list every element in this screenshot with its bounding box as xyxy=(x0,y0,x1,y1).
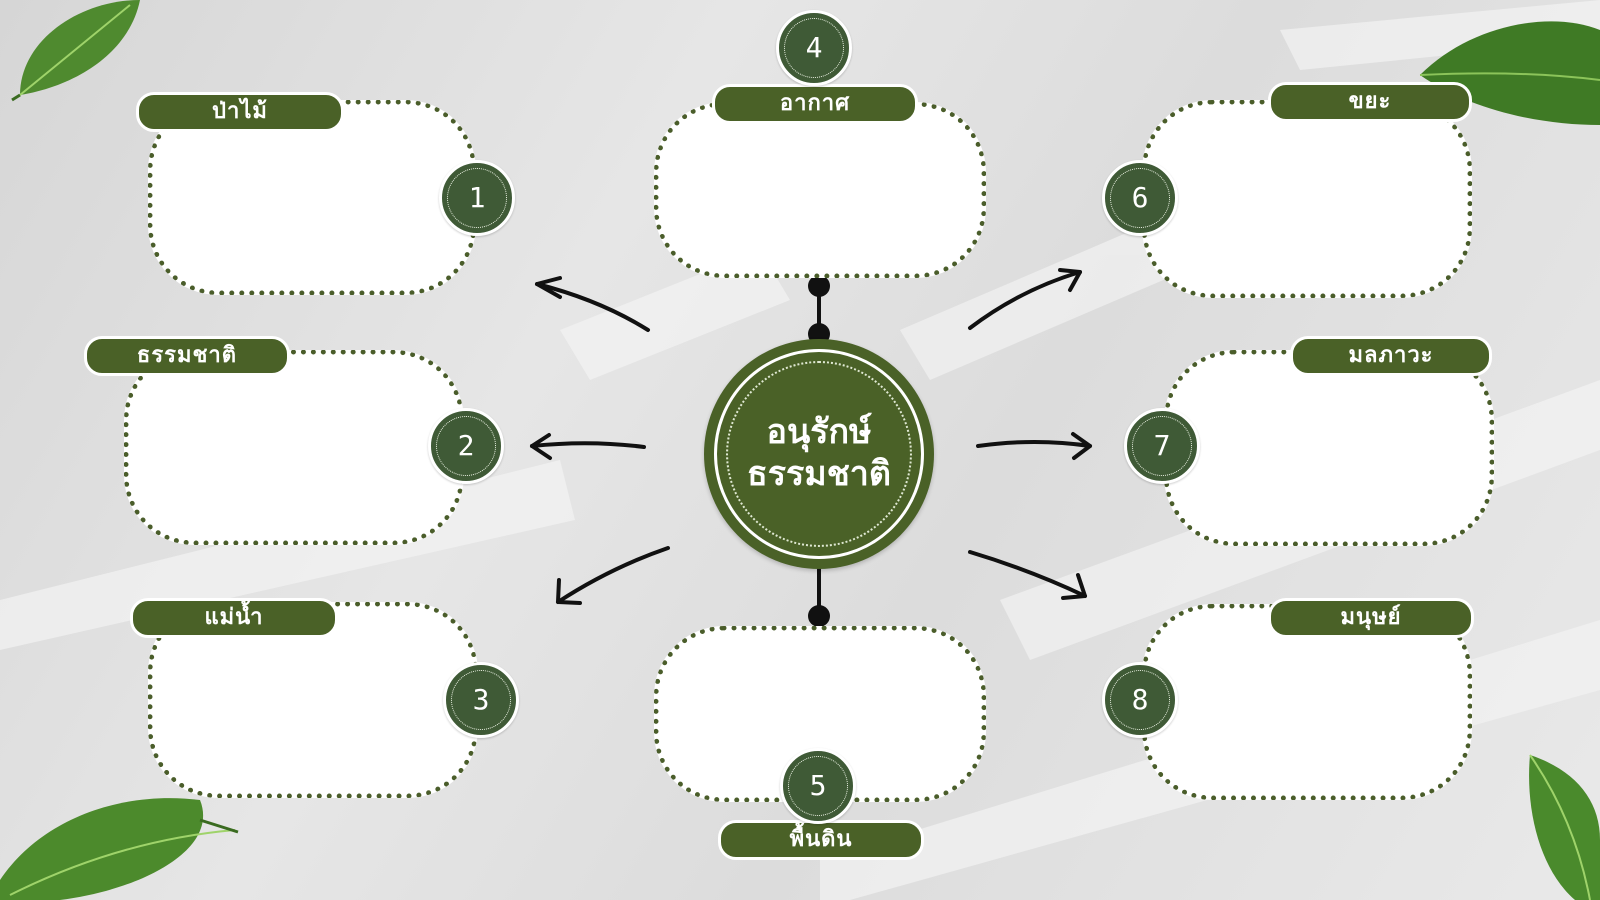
topic-number-1: 1 xyxy=(468,181,486,214)
center-title: อนุรักษ์ ธรรมชาติ xyxy=(704,411,934,495)
topic-label-2: ธรรมชาติ xyxy=(84,336,290,376)
topic-label-4: อากาศ xyxy=(712,84,918,124)
arrow-to-topic-3 xyxy=(556,546,670,605)
topic-number-3: 3 xyxy=(472,683,490,716)
arrow-to-topic-8 xyxy=(968,550,1087,600)
topic-number-6: 6 xyxy=(1131,181,1149,214)
center-title-line-1: อนุรักษ์ xyxy=(766,412,872,452)
center-hub: อนุรักษ์ ธรรมชาติ xyxy=(704,339,934,569)
topic-number-badge-6: 6 xyxy=(1102,160,1178,236)
topic-number-5: 5 xyxy=(809,769,827,802)
center-ring xyxy=(714,349,924,559)
topic-label-1: ป่าไม้ xyxy=(136,92,344,132)
topic-card-2 xyxy=(124,350,464,545)
topic-number-8: 8 xyxy=(1131,683,1149,716)
center-title-line-2: ธรรมชาติ xyxy=(747,454,891,494)
topic-number-2: 2 xyxy=(457,429,475,462)
topic-label-8: มนุษย์ xyxy=(1268,598,1474,638)
topic-number-badge-3: 3 xyxy=(443,662,519,738)
arrow-to-topic-6 xyxy=(968,268,1082,330)
topic-card-7 xyxy=(1164,350,1494,546)
topic-number-7: 7 xyxy=(1153,429,1171,462)
arrow-to-topic-7 xyxy=(976,432,1092,460)
connector-dot xyxy=(808,275,830,297)
topic-number-4: 4 xyxy=(805,31,823,64)
leaf-top-left xyxy=(11,0,140,102)
topic-number-badge-4: 4 xyxy=(776,10,852,86)
topic-number-badge-8: 8 xyxy=(1102,662,1178,738)
topic-label-7: มลภาวะ xyxy=(1290,336,1492,376)
topic-card-6 xyxy=(1142,100,1472,298)
topic-card-4 xyxy=(654,102,986,278)
topic-label-3: แม่น้ำ xyxy=(130,598,338,638)
topic-label-5: พื้นดิน xyxy=(718,820,924,860)
topic-number-badge-7: 7 xyxy=(1124,408,1200,484)
center-dotted-ring xyxy=(726,361,912,547)
connector-dot xyxy=(808,605,830,627)
leaf-bottom-right xyxy=(1529,754,1600,900)
topic-number-badge-2: 2 xyxy=(428,408,504,484)
arrow-to-topic-1 xyxy=(535,276,650,332)
topic-number-badge-5: 5 xyxy=(780,748,856,824)
leaf-bottom-left xyxy=(0,798,239,900)
topic-number-badge-1: 1 xyxy=(439,160,515,236)
arrow-to-topic-2 xyxy=(530,433,646,460)
topic-label-6: ขยะ xyxy=(1268,82,1472,122)
